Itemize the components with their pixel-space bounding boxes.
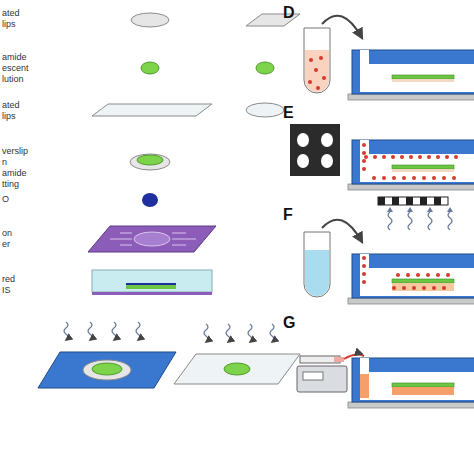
cell-dot	[400, 155, 404, 159]
panel-letter: G	[283, 314, 295, 332]
side-label: ated lips	[2, 8, 20, 30]
cell-dot	[362, 256, 366, 260]
panel-letter: F	[283, 206, 293, 224]
cell-dot	[362, 280, 366, 284]
cell-dot	[372, 176, 376, 180]
cell-dot	[382, 176, 386, 180]
cell-dot	[454, 155, 458, 159]
cell-dot	[442, 176, 446, 180]
cell-dot	[445, 155, 449, 159]
cell-dot	[362, 143, 366, 147]
side-label: red IS	[2, 274, 15, 296]
side-label: O	[2, 194, 9, 205]
cell-dot	[392, 176, 396, 180]
panel-letter: D	[283, 4, 295, 22]
cell-dot	[391, 155, 395, 159]
side-label: amide escent lution	[2, 52, 29, 85]
cell-dot	[402, 176, 406, 180]
cell-dot	[422, 286, 426, 290]
cell-dot	[392, 286, 396, 290]
side-label: verslip n amide tting	[2, 146, 28, 190]
cell-dot	[432, 286, 436, 290]
cell-dot	[422, 176, 426, 180]
cell-dot	[364, 155, 368, 159]
cell-dot	[402, 286, 406, 290]
cell-dot	[432, 176, 436, 180]
cell-dot	[362, 167, 366, 171]
cell-dot	[406, 273, 410, 277]
cell-dot	[362, 264, 366, 268]
side-label: on er	[2, 228, 12, 250]
cell-dot	[382, 155, 386, 159]
side-label: ated lips	[2, 100, 20, 122]
cell-dot	[412, 176, 416, 180]
cell-dot	[446, 273, 450, 277]
cell-dot	[452, 176, 456, 180]
cell-dot	[427, 155, 431, 159]
cell-dot	[436, 155, 440, 159]
cell-dot	[426, 273, 430, 277]
cell-dot	[412, 286, 416, 290]
cell-dot	[418, 155, 422, 159]
panel-letter: E	[283, 104, 294, 122]
cell-dot	[396, 273, 400, 277]
cell-dot	[409, 155, 413, 159]
cell-dot	[416, 273, 420, 277]
cell-dot	[373, 155, 377, 159]
cell-dot	[362, 272, 366, 276]
cell-dot	[362, 151, 366, 155]
cell-dot	[436, 273, 440, 277]
cell-dot	[362, 159, 366, 163]
cell-dot	[442, 286, 446, 290]
